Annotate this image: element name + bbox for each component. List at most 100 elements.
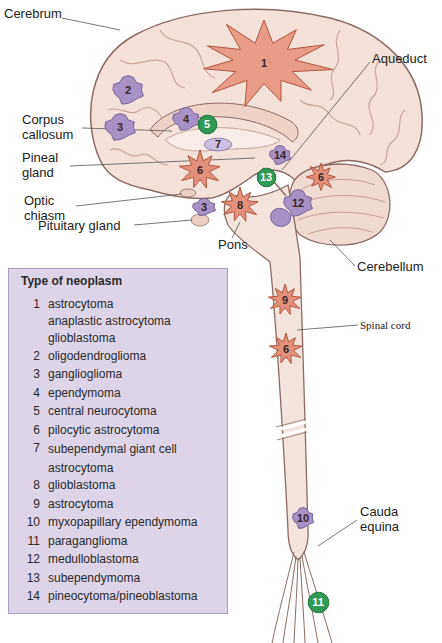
callout-number: 11: [308, 592, 329, 613]
gyrus-line: [110, 149, 168, 165]
legend-number: 1: [14, 296, 40, 313]
part-label: Spinal cord: [360, 318, 410, 333]
legend-entry: pilocytic astrocytoma: [48, 422, 159, 439]
tumour-marker: 6: [307, 163, 335, 191]
legend-number: 8: [14, 477, 40, 494]
callout-number: 3: [192, 198, 216, 216]
circle-shape: [257, 168, 276, 187]
legend-entry: ependymoma: [48, 385, 121, 402]
tumour-marker: 1: [199, 20, 329, 106]
legend-number: 3: [14, 366, 40, 383]
tumour-marker: 7: [204, 138, 232, 151]
tumour-marker: 8: [222, 187, 258, 223]
legend-number: 12: [14, 551, 40, 568]
folia-line: [300, 179, 375, 190]
part-label: Pons: [218, 237, 248, 252]
star-shape: [204, 20, 333, 106]
leader-line: [70, 158, 255, 166]
callout-number: 9: [269, 284, 301, 316]
tumour-marker: 10: [292, 507, 314, 529]
blob-shape: [113, 76, 143, 104]
blob-shape: [193, 198, 216, 215]
legend-entry: medulloblastoma: [48, 551, 139, 568]
nerve-root: [272, 552, 294, 643]
legend-entry: pineocytoma/pineoblastoma: [48, 588, 197, 605]
part-label: Corpus callosum: [22, 112, 84, 142]
callout-number: 13: [257, 168, 276, 187]
circle-shape: [198, 115, 217, 134]
blob-shape: [105, 114, 135, 141]
legend-number: 7: [14, 440, 40, 457]
cauda-equina-roots: [272, 552, 332, 643]
legend-entry: glioblastoma: [48, 477, 115, 494]
tumour-marker: 9: [269, 284, 301, 316]
part-label: Cerebellum: [357, 259, 423, 274]
tumour-marker: 13: [257, 168, 276, 187]
folia-line: [298, 212, 384, 220]
tumour-marker: 3: [104, 113, 136, 141]
gyrus-line: [369, 60, 380, 135]
legend-entry: astrocytoma: [48, 496, 113, 513]
tumour-marker: 12: [283, 189, 313, 217]
legend-number: 4: [14, 385, 40, 402]
callout-number: 1: [199, 20, 329, 106]
leader-line: [297, 325, 358, 330]
blob-shape: [284, 190, 313, 217]
gyrus-line: [300, 100, 360, 135]
circle-shape: [204, 138, 231, 151]
gyrus-line: [330, 30, 340, 100]
leader-line: [134, 220, 192, 225]
legend-entry: astrocytoma: [48, 296, 113, 313]
legend-entry: ganglioglioma: [48, 366, 122, 383]
callout-number: 2: [112, 75, 144, 105]
unlabelled-lesion: [271, 208, 291, 226]
callout-number: 7: [204, 138, 232, 151]
part-label: Pituitary gland: [38, 218, 120, 233]
nerve-root: [294, 558, 298, 643]
legend-number: 13: [14, 570, 40, 587]
tumour-marker: 4: [172, 107, 200, 131]
leader-line: [232, 222, 240, 238]
legend-number: 10: [14, 514, 40, 531]
legend-number: 6: [14, 422, 40, 439]
leader-line: [330, 240, 355, 266]
legend-entry: subependymal giant cell astrocytoma: [48, 440, 198, 478]
blob-shape: [173, 107, 200, 130]
tumour-marker: 6: [180, 150, 220, 190]
legend-number: 14: [14, 588, 40, 605]
legend-entry: anaplastic astrocytoma: [48, 313, 171, 330]
callout-number: 10: [292, 507, 314, 529]
legend-entry: myxopapillary ependymoma: [48, 514, 197, 531]
circle-shape: [308, 592, 329, 613]
star-shape: [306, 163, 335, 191]
legend-entry: central neurocytoma: [48, 403, 157, 420]
gyrus-line: [380, 110, 405, 165]
blob-shape: [293, 507, 314, 528]
tumour-marker: 11: [308, 592, 329, 613]
legend-number: 5: [14, 403, 40, 420]
tumour-marker: 5: [198, 115, 217, 134]
leader-line: [76, 194, 182, 206]
leader-line: [318, 520, 357, 546]
callout-number: 6: [180, 150, 220, 190]
tumour-marker: 14: [269, 145, 291, 165]
optic-chiasm: [180, 189, 196, 197]
legend-entry: subependymoma: [48, 570, 140, 587]
blob-shape: [270, 145, 291, 164]
callout-number: 5: [198, 115, 217, 134]
callout-number: 12: [283, 189, 313, 217]
folia-line: [308, 228, 372, 234]
leader-line: [62, 18, 120, 30]
callout-number: 8: [222, 187, 258, 223]
legend-number: 9: [14, 496, 40, 513]
tumour-marker: 6: [270, 333, 302, 365]
nerve-root: [304, 552, 332, 643]
callout-number: 6: [307, 163, 335, 191]
tumour-marker: 2: [112, 75, 144, 105]
cord-break: [276, 422, 307, 437]
part-label: Pineal gland: [22, 150, 68, 180]
part-label: Aqueduct: [372, 51, 427, 66]
legend-heading: Type of neoplasm: [21, 274, 122, 288]
legend-number: 2: [14, 348, 40, 365]
